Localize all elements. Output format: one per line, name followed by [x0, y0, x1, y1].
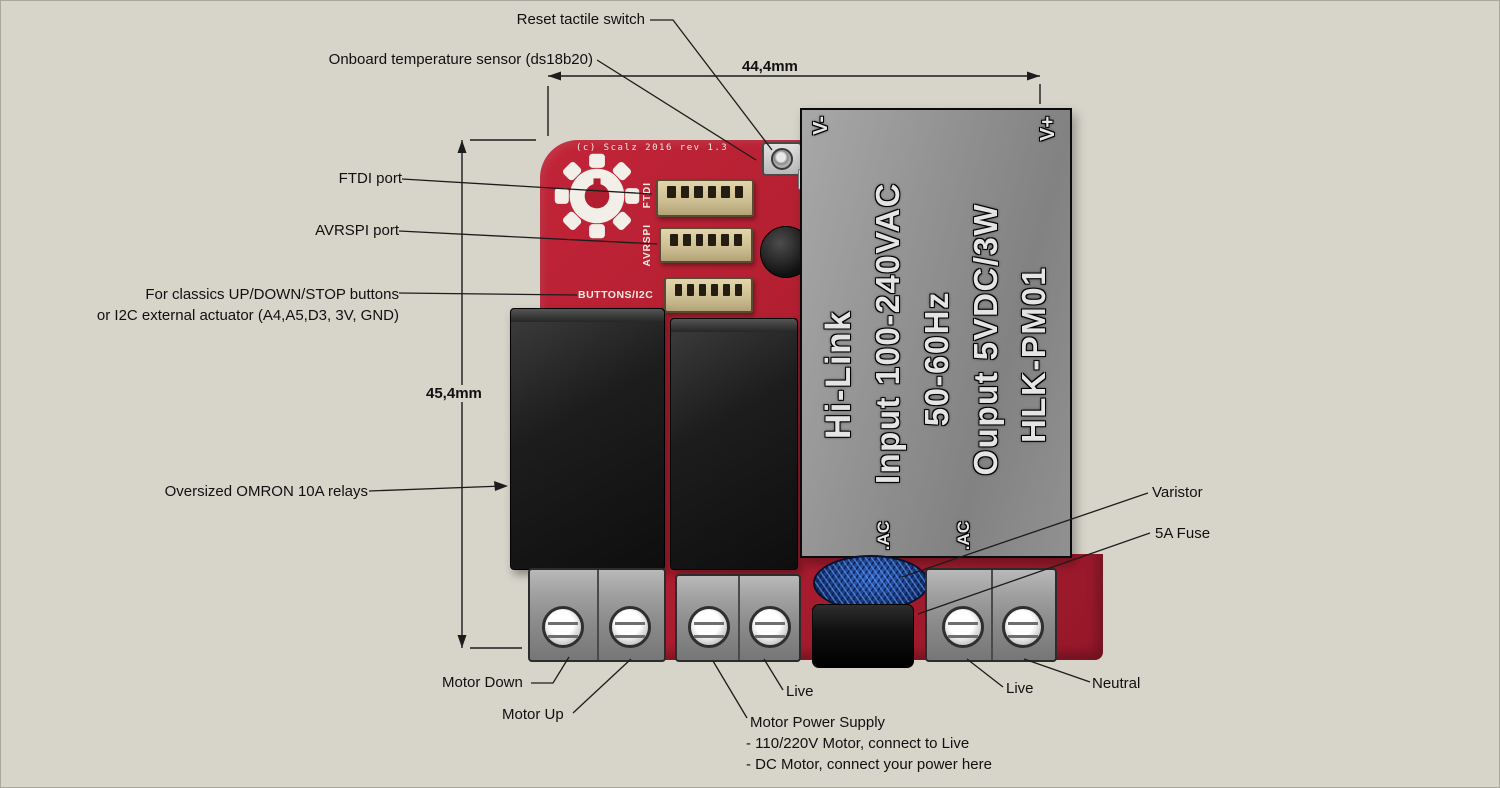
label-buttons-i2c: For classics UP/DOWN/STOP buttons or I2C…	[97, 284, 399, 326]
pcb-copyright-text: (c) Scalz 2016 rev 1.3	[576, 143, 729, 153]
label-motor-power-line1: - 110/220V Motor, connect to Live	[746, 735, 970, 752]
psu-output-text: Ouput 5VDC/3W	[966, 202, 1004, 476]
terminal-divider	[991, 570, 993, 660]
psu-model-text: HLK-PM01	[1015, 266, 1053, 444]
varistor-disc	[813, 555, 929, 611]
label-buttons-line2: or I2C external actuator (A4,A5,D3, 3V, …	[96, 307, 399, 324]
label-buttons-line1: For classics UP/DOWN/STOP buttons	[145, 286, 399, 303]
ftdi-connector	[656, 179, 754, 217]
ftdi-pins	[658, 181, 752, 203]
omron-relay-left	[510, 308, 665, 570]
relay-leader-arrow	[494, 481, 508, 491]
label-reset-switch: Reset tactile switch	[516, 11, 645, 28]
label-relays: Oversized OMRON 10A relays	[164, 483, 368, 500]
pcb-avrspi-silkscreen: AVRSPI	[642, 224, 653, 267]
label-temp-sensor: Onboard temperature sensor (ds18b20)	[328, 51, 593, 68]
dimension-width-label: 44,4mm	[742, 58, 798, 75]
label-motor-power-title: Motor Power Supply	[750, 714, 886, 731]
label-fuse: 5A Fuse	[1155, 525, 1211, 542]
psu-vplus-text: V+	[1037, 116, 1059, 142]
terminal-block-motor-power	[675, 574, 801, 662]
psu-vminus-text: V-	[810, 116, 832, 135]
terminal-screw-power	[688, 606, 730, 648]
psu-frequency-text: 50-60Hz	[917, 291, 955, 427]
pcb-buttons-silkscreen: BUTTONS/I2C	[578, 289, 654, 301]
terminal-block-motor	[528, 568, 666, 662]
psu-ac-right-text: .AC	[954, 520, 973, 550]
terminal-screw-motor-down	[542, 606, 584, 648]
avrspi-connector	[659, 227, 753, 263]
terminal-screw-live-mains	[942, 606, 984, 648]
gear-logo-icon	[554, 153, 640, 239]
label-varistor: Varistor	[1152, 484, 1203, 501]
label-motor-down: Motor Down	[442, 674, 523, 691]
label-motor-up: Motor Up	[502, 706, 564, 723]
label-neutral: Neutral	[1092, 675, 1141, 692]
terminal-screw-live-motor	[749, 606, 791, 648]
label-avrspi-port: AVRSPI port	[315, 222, 399, 239]
avrspi-pins	[661, 229, 751, 251]
label-live-motor: Live	[786, 683, 814, 700]
psu-ac-left-text: .AC	[874, 520, 893, 550]
terminal-divider	[738, 576, 740, 660]
terminal-screw-motor-up	[609, 606, 651, 648]
switch-button-cap	[771, 148, 793, 170]
label-ftdi-port: FTDI port	[338, 170, 402, 187]
buttons-i2c-connector	[664, 277, 753, 313]
label-motor-power-supply: Motor Power Supply - 110/220V Motor, con…	[746, 712, 992, 775]
terminal-block-mains	[925, 568, 1057, 662]
buttons-i2c-pins	[666, 279, 751, 301]
terminal-divider	[597, 570, 599, 660]
label-live-mains: Live	[1006, 680, 1034, 697]
reset-tactile-switch	[762, 142, 802, 176]
fuse-holder	[812, 604, 914, 668]
label-motor-power-line2: - DC Motor, connect your power here	[746, 756, 992, 773]
psu-input-text: Input 100-240VAC	[869, 181, 907, 485]
pcb-ftdi-silkscreen: FTDI	[642, 182, 653, 209]
hlk-pm01-power-module: Hi-Link Input 100-240VAC 50-60Hz Ouput 5…	[800, 108, 1072, 558]
psu-brand-text: Hi-Link	[818, 310, 858, 440]
dimension-height-label: 45,4mm	[423, 385, 485, 402]
psu-text-columns: Hi-Link Input 100-240VAC 50-60Hz Ouput 5…	[802, 110, 1070, 556]
omron-relay-right	[670, 318, 798, 570]
terminal-screw-neutral	[1002, 606, 1044, 648]
